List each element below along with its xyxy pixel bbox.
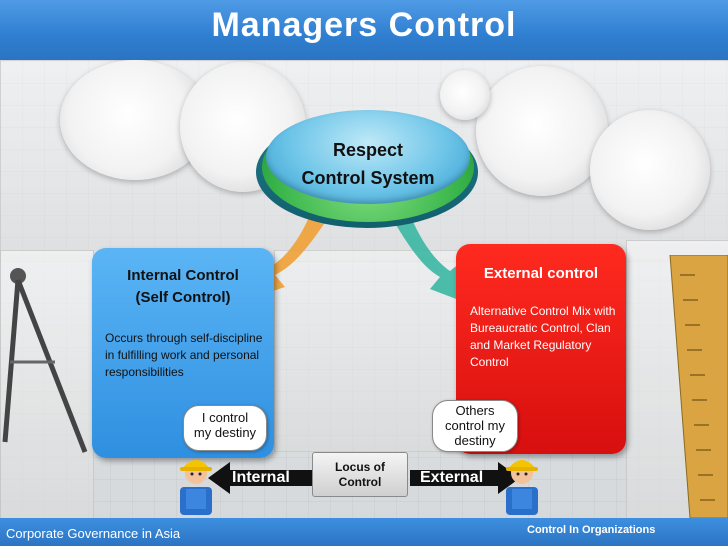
locus-of-control-box: Locus of Control xyxy=(312,452,408,497)
page-title: Managers Control xyxy=(211,6,517,44)
locus-internal-label: Internal xyxy=(232,469,290,486)
worker-left-icon xyxy=(180,460,212,515)
center-label: Respect Control System xyxy=(266,136,470,192)
title-bar xyxy=(0,0,728,60)
external-bubble-line1: Others xyxy=(455,403,495,418)
external-bubble-line3: destiny xyxy=(454,433,496,448)
locus-arrow-icon xyxy=(208,462,520,494)
external-speech-bubble: Others control my destiny xyxy=(432,400,518,452)
locus-external-label: External xyxy=(420,469,484,486)
internal-control-title: Internal Control (Self Control) xyxy=(108,265,258,309)
footer-bar xyxy=(0,518,728,546)
internal-control-description: Occurs through self-discipline in fulfil… xyxy=(105,331,263,379)
center-label-line1: Respect xyxy=(332,140,404,160)
locus-line1: Locus of xyxy=(335,460,385,474)
footer-left-text: Corporate Governance in Asia xyxy=(6,526,181,541)
internal-bubble-line2: my destiny xyxy=(193,425,257,440)
internal-title-line1: Internal Control xyxy=(127,267,239,284)
internal-speech-bubble: I control my destiny xyxy=(183,405,267,451)
footer-right-text: Control In Organizations xyxy=(527,524,656,536)
external-control-title: External control xyxy=(483,265,599,282)
arrow-to-external-icon xyxy=(390,210,472,305)
worker-right-icon xyxy=(506,460,538,515)
internal-bubble-line1: I control xyxy=(201,410,249,425)
external-bubble-line2: control my xyxy=(445,418,505,433)
ruler-icon xyxy=(669,255,728,518)
compass-icon xyxy=(2,268,88,453)
center-ellipse xyxy=(266,110,470,204)
locus-line2: Control xyxy=(338,475,382,489)
internal-title-line2: (Self Control) xyxy=(135,289,231,306)
center-label-line2: Control System xyxy=(301,168,435,188)
external-control-description: Alternative Control Mix with Bureaucrati… xyxy=(470,304,616,369)
